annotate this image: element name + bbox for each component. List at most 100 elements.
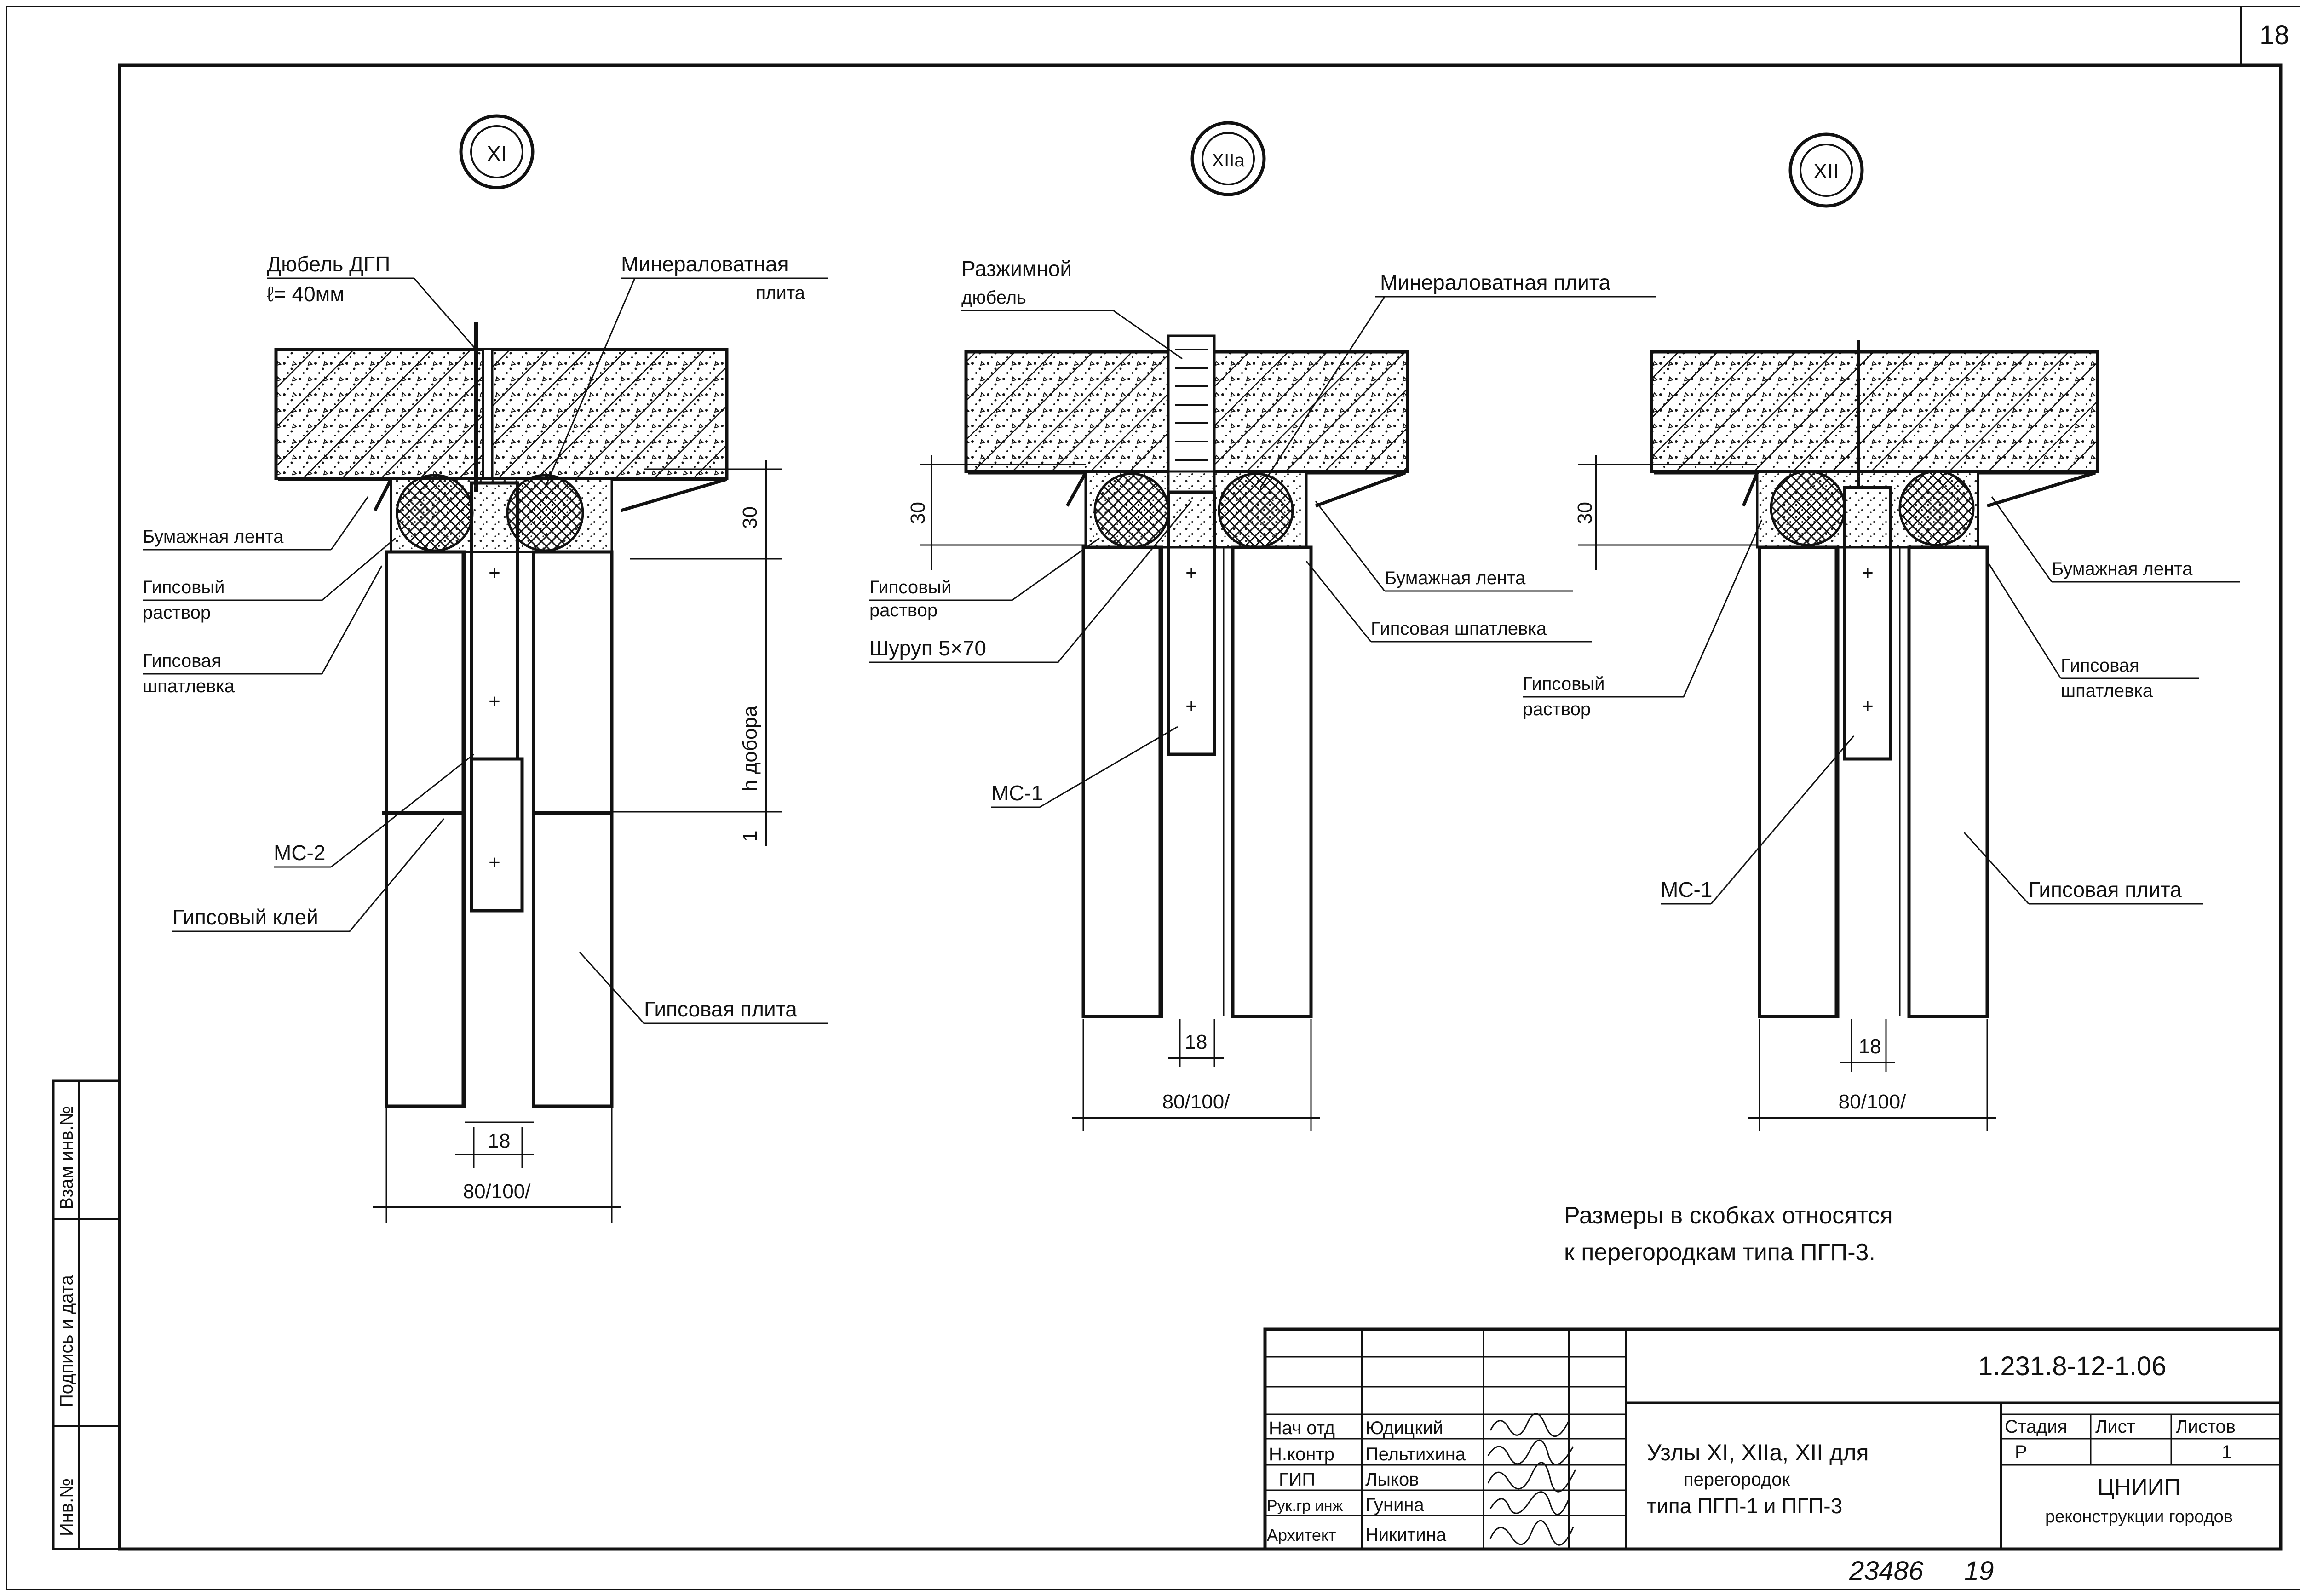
mineral-wool [1770,470,1846,546]
label-mineral-2: плита [756,283,805,303]
mineral-wool [1093,472,1170,549]
svg-text:+: + [1862,695,1874,718]
signatures [1487,1413,1576,1546]
svg-text:+: + [1862,562,1874,584]
sheets-header: Листов [2176,1417,2236,1437]
doc-title-2: перегородок [1684,1470,1790,1490]
label-mc: МС-1 [991,781,1043,805]
label-dowel-2: ℓ= 40мм [267,282,345,306]
gypsum-board-right [532,550,614,1108]
expansion-dowel [1167,334,1216,494]
dim-total: 80/100/ [463,1180,531,1203]
staff-role-4: Архитект [1267,1526,1336,1544]
outer-frame [6,6,2300,1590]
stamp-suffix: 19 [1964,1556,1994,1586]
title-block: 1.231.8-12-1.06 Нач отд Юдицкий Н.контр … [1263,1327,2283,1551]
detail-xi: XI + + + 30 h добора 1 [143,114,828,1223]
dim-top: 30 [739,506,761,529]
gypsum-board-left [1758,545,1840,1018]
margin-sign-date: Подпись и дата [57,1275,77,1407]
gypsum-board-right [1907,545,1989,1018]
label-dowel-2: дюбель [961,287,1026,308]
note-line-2: к перегородкам типа ПГП-3. [1564,1239,1875,1266]
stud-mc1 [1167,490,1216,756]
drawing-frame [118,63,2283,1551]
margin-stamp: Взам инв.№ Подпись и дата Инв.№ [52,1079,121,1550]
stud-mc2-bottom [470,757,524,913]
detail-mark-circle [1190,121,1266,196]
detail-mark: XII [1813,159,1839,183]
stud-mc1 [1843,486,1892,761]
label-paper-tape: Бумажная лента [2052,559,2193,579]
dim-total: 80/100/ [1162,1091,1230,1113]
sheet-header: Лист [2095,1417,2135,1437]
label-putty-2: шпатлевка [2061,681,2153,701]
dim-height: h добора [739,706,761,791]
detail-mark: XIIа [1212,150,1245,171]
dim-top: 30 [1574,502,1596,524]
staff-name-2: Лыков [1365,1470,1419,1490]
label-putty: Гипсовая шпатлевка [1371,619,1547,639]
detail-mark: XI [487,142,506,166]
label-board: Гипсовая плита [644,997,797,1021]
svg-text:+: + [489,851,500,874]
label-mortar-2: раствор [869,600,937,620]
label-putty-1: Гипсовая [2061,655,2139,676]
label-screw: Шуруп 5×70 [869,636,986,660]
staff-name-1: Пельтихина [1365,1444,1466,1464]
detail-mark-circle [459,114,535,189]
label-putty-1: Гипсовая [143,651,221,671]
label-mortar-1: Гипсовый [143,577,224,597]
svg-text:+: + [1185,562,1197,584]
svg-text:+: + [489,690,500,713]
dim-bottom: 1 [739,831,761,842]
dim-core: 18 [1185,1031,1208,1053]
staff-name-3: Гунина [1365,1495,1425,1515]
staff-role-2: ГИП [1279,1470,1315,1490]
label-mc: МС-1 [1661,878,1712,901]
label-putty-2: шпатлевка [143,676,235,696]
dim-core: 18 [1859,1035,1881,1058]
label-glue: Гипсовый клей [172,905,318,929]
staff-role-1: Н.контр [1269,1444,1334,1464]
label-mortar-1: Гипсовый [1523,674,1604,694]
label-mineral: Минераловатная плита [1380,270,1610,294]
page-number: 18 [2260,20,2289,50]
label-dowel-1: Разжимной [961,257,1072,281]
staff-role-0: Нач отд [1269,1418,1335,1438]
doc-title-1: Узлы XI, XIIа, XII для [1647,1440,1869,1465]
label-paper-tape: Бумажная лента [1385,568,1526,588]
stamp-number: 23486 [1849,1556,1924,1586]
gypsum-board-right [1231,545,1313,1018]
mineral-wool [396,474,474,552]
dim-total: 80/100/ [1839,1091,1907,1113]
svg-text:+: + [489,562,500,584]
label-mortar-1: Гипсовый [869,577,951,597]
doc-code: 1.231.8-12-1.06 [1978,1351,2167,1381]
org-line-2: реконструкции городов [2045,1507,2233,1527]
note-line-1: Размеры в скобках относятся [1564,1202,1893,1229]
label-mc: МС-2 [274,841,325,865]
label-paper-tape: Бумажная лента [143,527,284,547]
label-mortar-2: раствор [143,603,211,623]
label-mortar-2: раствор [1523,699,1591,719]
label-dowel-1: Дюбель ДГП [267,252,390,276]
label-mineral-1: Минераловатная [621,252,789,276]
doc-title-3: типа ПГП-1 и ПГП-3 [1647,1494,1842,1518]
sheets-value: 1 [2222,1442,2232,1462]
stage-header: Стадия [2005,1417,2067,1437]
label-board: Гипсовая плита [2029,878,2182,901]
staff-name-0: Юдицкий [1365,1418,1443,1438]
margin-inv-no: Инв.№ [57,1478,77,1536]
org-line-1: ЦНИИП [2098,1474,2181,1500]
margin-swap-inv: Взам инв.№ [57,1106,77,1210]
dim-core: 18 [488,1130,511,1152]
staff-name-4: Никитина [1365,1525,1447,1545]
detail-mark-circle [1788,132,1864,208]
staff-role-3: Рук.гр инж [1267,1497,1343,1515]
stage-value: Р [2015,1442,2027,1462]
svg-text:+: + [1185,695,1197,718]
detail-xiia: XIIа + + 30 18 80/100/ Разжимной дюбель … [869,121,1656,1131]
dim-top: 30 [907,502,929,524]
